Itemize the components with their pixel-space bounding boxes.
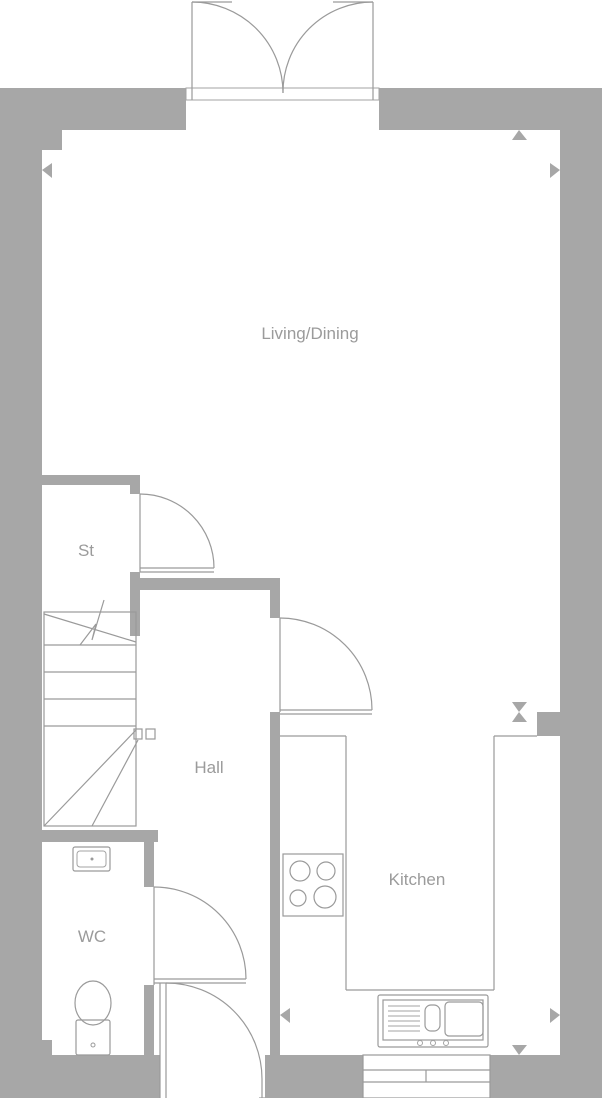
- dim-arrow-icon: [512, 130, 527, 140]
- hall-kitchen-door: [279, 617, 373, 715]
- wall-hall-right-lower: [270, 712, 280, 1055]
- kitchen-units: [280, 735, 537, 1048]
- patio-doors: [185, 1, 380, 101]
- room-label-kitchen: Kitchen: [389, 870, 446, 889]
- sink: [377, 994, 489, 1048]
- dim-arrow-icon: [512, 1045, 527, 1055]
- wall-wc-top: [42, 830, 158, 842]
- dimension-markers: [42, 130, 560, 1055]
- wall-wc-right-lower: [144, 985, 154, 1055]
- room-label-living-dining: Living/Dining: [261, 324, 358, 343]
- wall-bottom-pier: [537, 712, 560, 736]
- wall-wc-right-upper: [144, 842, 154, 887]
- internal-walls: [42, 475, 280, 1055]
- outer-walls: [0, 88, 602, 1098]
- room-label-wc: WC: [78, 927, 106, 946]
- wall-top-right: [379, 88, 602, 1098]
- wall-top-left: [0, 88, 186, 1098]
- wall-store-top: [42, 475, 140, 494]
- kitchen-window: [362, 1054, 491, 1098]
- wc-door: [153, 886, 247, 985]
- room-label-store: St: [78, 541, 94, 560]
- room-label-hall: Hall: [194, 758, 223, 777]
- dim-arrow-icon: [512, 702, 527, 712]
- wc-fittings: [72, 846, 112, 1056]
- dim-arrow-icon: [512, 712, 527, 722]
- wall-wc-left-bottom: [42, 1040, 52, 1055]
- dim-arrow-icon: [550, 1008, 560, 1023]
- store-door: [139, 493, 215, 573]
- wc-pan: [74, 980, 112, 1026]
- dim-arrow-icon: [42, 163, 52, 178]
- front-door: [159, 982, 265, 1098]
- hob: [282, 853, 344, 917]
- wall-hall-top: [130, 572, 280, 636]
- basin: [72, 846, 111, 872]
- staircase: [43, 599, 156, 827]
- wall-bottom-middle: [265, 1055, 363, 1098]
- dim-arrow-icon: [280, 1008, 290, 1023]
- wc-cistern: [75, 1019, 111, 1056]
- dim-arrow-icon: [550, 163, 560, 178]
